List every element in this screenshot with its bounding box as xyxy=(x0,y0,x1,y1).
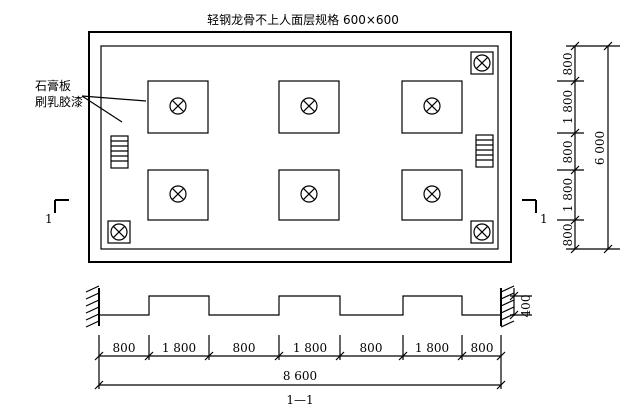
dim-h-1: 800 xyxy=(113,341,136,355)
dim-v-5: 800 xyxy=(561,224,575,247)
light-fixture-icon xyxy=(423,97,441,115)
dim-h-2: 1 800 xyxy=(162,341,196,355)
leader-line xyxy=(81,95,147,102)
section-mark-right: 1 xyxy=(522,199,548,226)
vertical-dimension xyxy=(557,41,620,254)
dim-v-2: 1 800 xyxy=(561,90,575,124)
light-fixture-icon xyxy=(300,185,318,203)
light-panel xyxy=(401,169,463,221)
corner-fixture-icon xyxy=(470,220,494,244)
light-panel xyxy=(278,169,340,221)
dim-v-4: 1 800 xyxy=(561,178,575,212)
light-fixture-icon xyxy=(423,185,441,203)
panel-row-top xyxy=(147,80,463,134)
dim-h-3: 800 xyxy=(233,341,256,355)
dim-v-3: 800 xyxy=(561,141,575,164)
air-vent-icon xyxy=(110,135,129,169)
light-fixture-icon xyxy=(169,185,187,203)
dim-v-total: 6 000 xyxy=(593,131,607,165)
dim-height: 400 xyxy=(519,295,533,318)
air-vent-icon xyxy=(475,134,494,168)
material-label-1: 石膏板 xyxy=(35,78,71,93)
dim-h-6: 1 800 xyxy=(415,341,449,355)
ceiling-outer-boundary xyxy=(88,31,512,263)
corner-fixture-icon xyxy=(470,51,494,75)
corner-fixture-icon xyxy=(107,220,131,244)
svg-text:1: 1 xyxy=(540,212,548,226)
height-dimension xyxy=(509,288,532,320)
svg-text:1: 1 xyxy=(45,212,53,226)
light-panel xyxy=(147,80,209,134)
material-label-2: 刷乳胶漆 xyxy=(35,94,83,109)
section-mark-left: 1 xyxy=(45,199,69,226)
section-label: 1—1 xyxy=(286,393,313,407)
dim-h-5: 800 xyxy=(360,341,383,355)
light-panel xyxy=(278,80,340,134)
light-panel xyxy=(401,80,463,134)
plan-title: 轻钢龙骨不上人面层规格 600×600 xyxy=(207,12,399,27)
horizontal-dimension xyxy=(94,335,506,390)
leader-line xyxy=(81,95,123,123)
light-panel xyxy=(147,169,209,221)
dim-v-1: 800 xyxy=(561,53,575,76)
panel-row-bottom xyxy=(147,169,463,221)
dim-h-4: 1 800 xyxy=(293,341,327,355)
light-fixture-icon xyxy=(169,97,187,115)
light-fixture-icon xyxy=(300,97,318,115)
dim-h-total: 8 600 xyxy=(283,369,317,383)
ceiling-inner-boundary xyxy=(100,45,499,250)
section-profile xyxy=(99,295,501,316)
section-walls xyxy=(85,285,515,328)
dim-h-7: 800 xyxy=(471,341,494,355)
